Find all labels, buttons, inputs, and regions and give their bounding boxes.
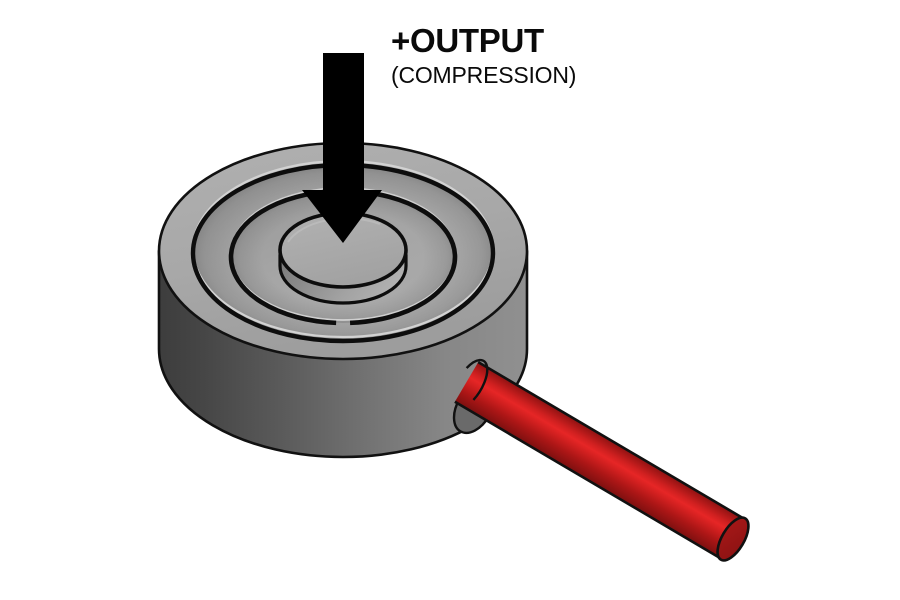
output-cable bbox=[454, 358, 750, 562]
downward-force-arrow bbox=[302, 53, 382, 243]
inner-boss-circle bbox=[278, 211, 408, 305]
